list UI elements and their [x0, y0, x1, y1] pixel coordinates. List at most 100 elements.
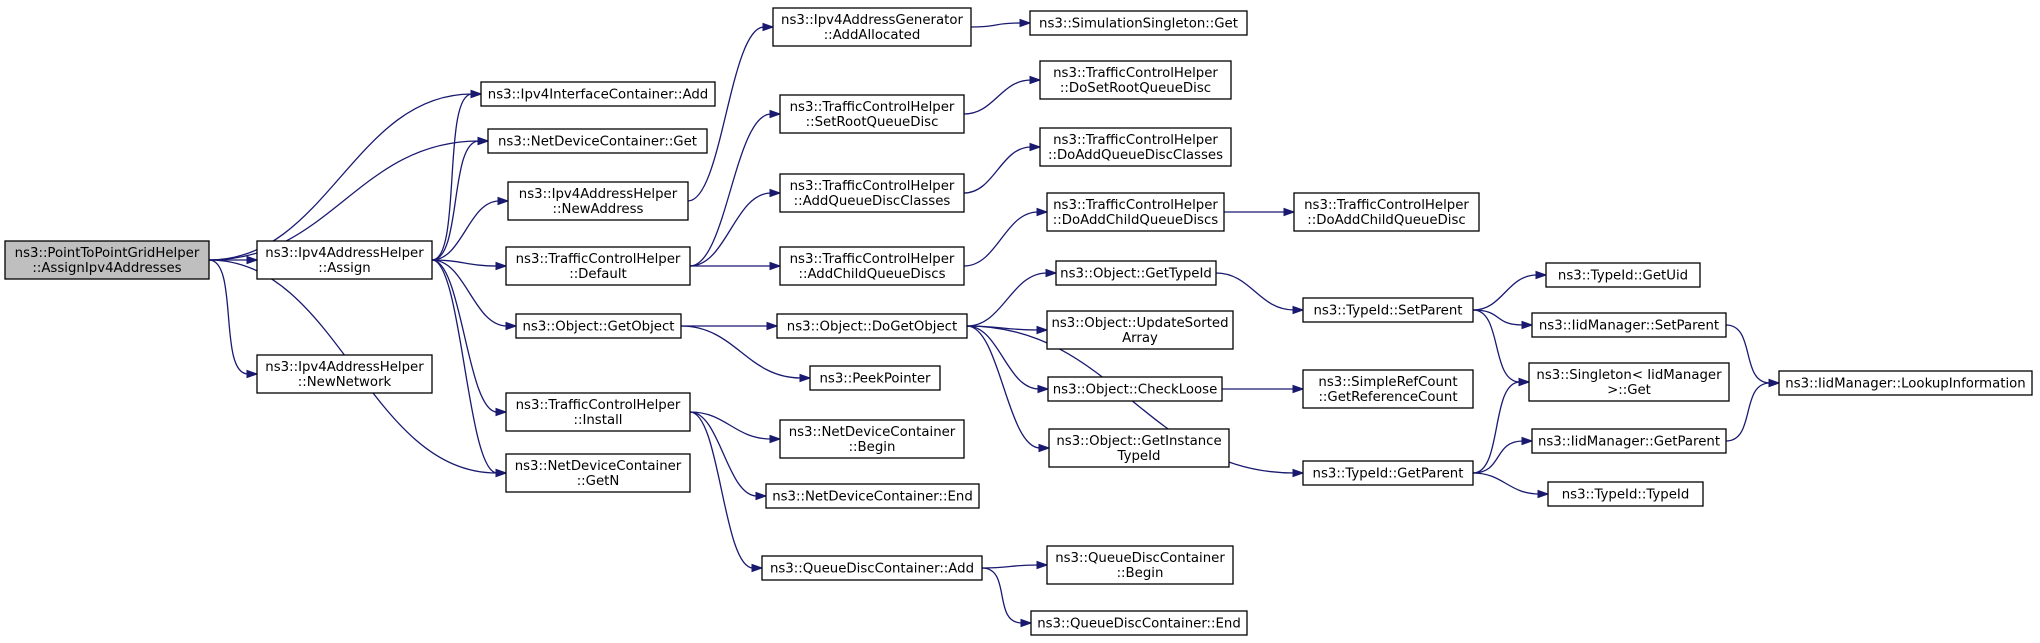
node-label: ::DoAddChildQueueDiscs [1053, 213, 1218, 228]
node-tch_doaddchild2[interactable]: ns3::TrafficControlHelper::DoAddChildQue… [1293, 192, 1480, 232]
node-addr_newnet[interactable]: ns3::Ipv4AddressHelper::NewNetwork [256, 354, 433, 394]
node-box[interactable] [1302, 297, 1474, 323]
node-box[interactable] [256, 240, 433, 280]
node-label: ns3::TrafficControlHelper [516, 398, 681, 413]
edge-tch_install-to-ndc_begin [689, 411, 782, 444]
node-addr_assign[interactable]: ns3::Ipv4AddressHelper::Assign [256, 240, 433, 280]
node-iid_getparent[interactable]: ns3::IidManager::GetParent [1531, 428, 1727, 454]
edge-arrowhead [1036, 207, 1049, 217]
node-obj_getobject[interactable]: ns3::Object::GetObject [515, 313, 682, 339]
node-addr_newaddr[interactable]: ns3::Ipv4AddressHelper::NewAddress [507, 181, 689, 221]
node-typeid_getuid[interactable]: ns3::TypeId::GetUid [1545, 262, 1701, 288]
node-tch_addchild[interactable]: ns3::TrafficControlHelper::AddChildQueue… [779, 246, 965, 286]
node-label: ::SetRootQueueDisc [806, 115, 939, 130]
node-label: ns3::SimpleRefCount [1318, 375, 1457, 390]
node-typeid_typeid[interactable]: ns3::TypeId::TypeId [1547, 481, 1704, 507]
node-gen_addalloc[interactable]: ns3::Ipv4AddressGenerator::AddAllocated [772, 7, 972, 47]
node-label: ::Install [574, 413, 623, 428]
node-qdc_begin[interactable]: ns3::QueueDiscContainer::Begin [1046, 545, 1234, 585]
node-tch_doaddclasses[interactable]: ns3::TrafficControlHelper::DoAddQueueDis… [1039, 127, 1232, 167]
edge-line [431, 259, 498, 267]
node-box[interactable] [1547, 481, 1704, 507]
node-box[interactable] [1046, 310, 1234, 350]
node-tch_default[interactable]: ns3::TrafficControlHelper::Default [505, 246, 691, 286]
node-box[interactable] [256, 354, 433, 394]
node-box[interactable] [1528, 362, 1730, 402]
node-obj_dogetobject[interactable]: ns3::Object::DoGetObject [776, 313, 968, 339]
node-tch_dosetroot[interactable]: ns3::TrafficControlHelper::DoSetRootQueu… [1039, 60, 1232, 100]
node-box[interactable] [1046, 545, 1234, 585]
node-box[interactable] [1531, 428, 1727, 454]
node-srefcount[interactable]: ns3::SimpleRefCount::GetReferenceCount [1302, 369, 1474, 409]
node-box[interactable] [1293, 192, 1480, 232]
node-ndc_get[interactable]: ns3::NetDeviceContainer::Get [487, 128, 708, 154]
node-singleton_iid[interactable]: ns3::Singleton< IidManager >::Get [1528, 362, 1730, 402]
node-label: ::GetN [577, 474, 620, 489]
node-box[interactable] [779, 419, 965, 459]
node-ndc_getn[interactable]: ns3::NetDeviceContainer::GetN [505, 453, 691, 493]
node-box[interactable] [1302, 460, 1474, 486]
node-obj_checkloose[interactable]: ns3::Object::CheckLoose [1047, 376, 1223, 402]
edge-tch_addchild-to-tch_doaddchild [963, 207, 1049, 267]
node-label: ::AssignIpv4Addresses [32, 261, 181, 276]
node-box[interactable] [779, 173, 965, 213]
node-box[interactable] [776, 313, 968, 339]
node-tch_addclasses[interactable]: ns3::TrafficControlHelper::AddQueueDiscC… [779, 173, 965, 213]
edge-typeid_getparent-to-iid_getparent [1472, 436, 1534, 474]
node-box[interactable] [809, 365, 941, 391]
node-typeid_getparent[interactable]: ns3::TypeId::GetParent [1302, 460, 1474, 486]
node-tch_setroot[interactable]: ns3::TrafficControlHelper::SetRootQueueD… [779, 94, 965, 134]
edge-obj_getobject-to-peekpointer [680, 325, 812, 383]
node-box[interactable] [515, 313, 682, 339]
node-box[interactable] [1545, 262, 1701, 288]
node-box[interactable] [1302, 369, 1474, 409]
node-iid_lookup[interactable]: ns3::IidManager::LookupInformation [1778, 370, 2033, 396]
node-tch_doaddchild[interactable]: ns3::TrafficControlHelper::DoAddChildQue… [1046, 192, 1225, 232]
node-box[interactable] [779, 94, 965, 134]
node-iid_setparent[interactable]: ns3::IidManager::SetParent [1531, 312, 1727, 338]
node-peekpointer[interactable]: ns3::PeekPointer [809, 365, 941, 391]
node-label: ::NewAddress [553, 202, 644, 217]
node-ifc_add[interactable]: ns3::Ipv4InterfaceContainer::Add [480, 81, 716, 107]
node-label: ns3::Object::GetInstance [1056, 434, 1221, 449]
node-box[interactable] [779, 246, 965, 286]
edge-arrowhead [1537, 489, 1550, 499]
node-box[interactable] [1046, 192, 1225, 232]
node-box[interactable] [505, 453, 691, 493]
node-box[interactable] [1029, 10, 1248, 36]
node-box[interactable] [1047, 376, 1223, 402]
node-box[interactable] [772, 7, 972, 47]
node-box[interactable] [1039, 127, 1232, 167]
node-singleton_get1[interactable]: ns3::SimulationSingleton::Get [1029, 10, 1248, 36]
node-box[interactable] [765, 483, 980, 509]
node-root[interactable]: ns3::PointToPointGridHelper::AssignIpv4A… [4, 240, 210, 280]
node-box[interactable] [505, 246, 691, 286]
node-ndc_begin[interactable]: ns3::NetDeviceContainer::Begin [779, 419, 965, 459]
node-ndc_end[interactable]: ns3::NetDeviceContainer::End [765, 483, 980, 509]
node-label: Array [1122, 331, 1158, 346]
node-label: ::DoAddQueueDiscClasses [1048, 148, 1223, 163]
node-box[interactable] [1030, 610, 1248, 636]
node-qdc_end[interactable]: ns3::QueueDiscContainer::End [1030, 610, 1248, 636]
node-box[interactable] [4, 240, 210, 280]
node-box[interactable] [487, 128, 708, 154]
node-obj_gettypeid[interactable]: ns3::Object::GetTypeId [1055, 260, 1217, 286]
node-box[interactable] [505, 392, 691, 432]
edge-addr_assign-to-ndc_getn [431, 259, 508, 478]
node-box[interactable] [1055, 260, 1217, 286]
node-label: ns3::Object::CheckLoose [1053, 383, 1218, 398]
node-tch_install[interactable]: ns3::TrafficControlHelper::Install [505, 392, 691, 432]
node-label: ns3::QueueDiscContainer [1055, 551, 1225, 566]
node-box[interactable] [1531, 312, 1727, 338]
node-qdc_add[interactable]: ns3::QueueDiscContainer::Add [761, 555, 983, 581]
node-box[interactable] [761, 555, 983, 581]
node-box[interactable] [1778, 370, 2033, 396]
node-box[interactable] [507, 181, 689, 221]
node-box[interactable] [1048, 428, 1230, 468]
node-box[interactable] [480, 81, 716, 107]
node-box[interactable] [1039, 60, 1232, 100]
node-label: ns3::PeekPointer [819, 372, 931, 387]
node-typeid_setparent[interactable]: ns3::TypeId::SetParent [1302, 297, 1474, 323]
